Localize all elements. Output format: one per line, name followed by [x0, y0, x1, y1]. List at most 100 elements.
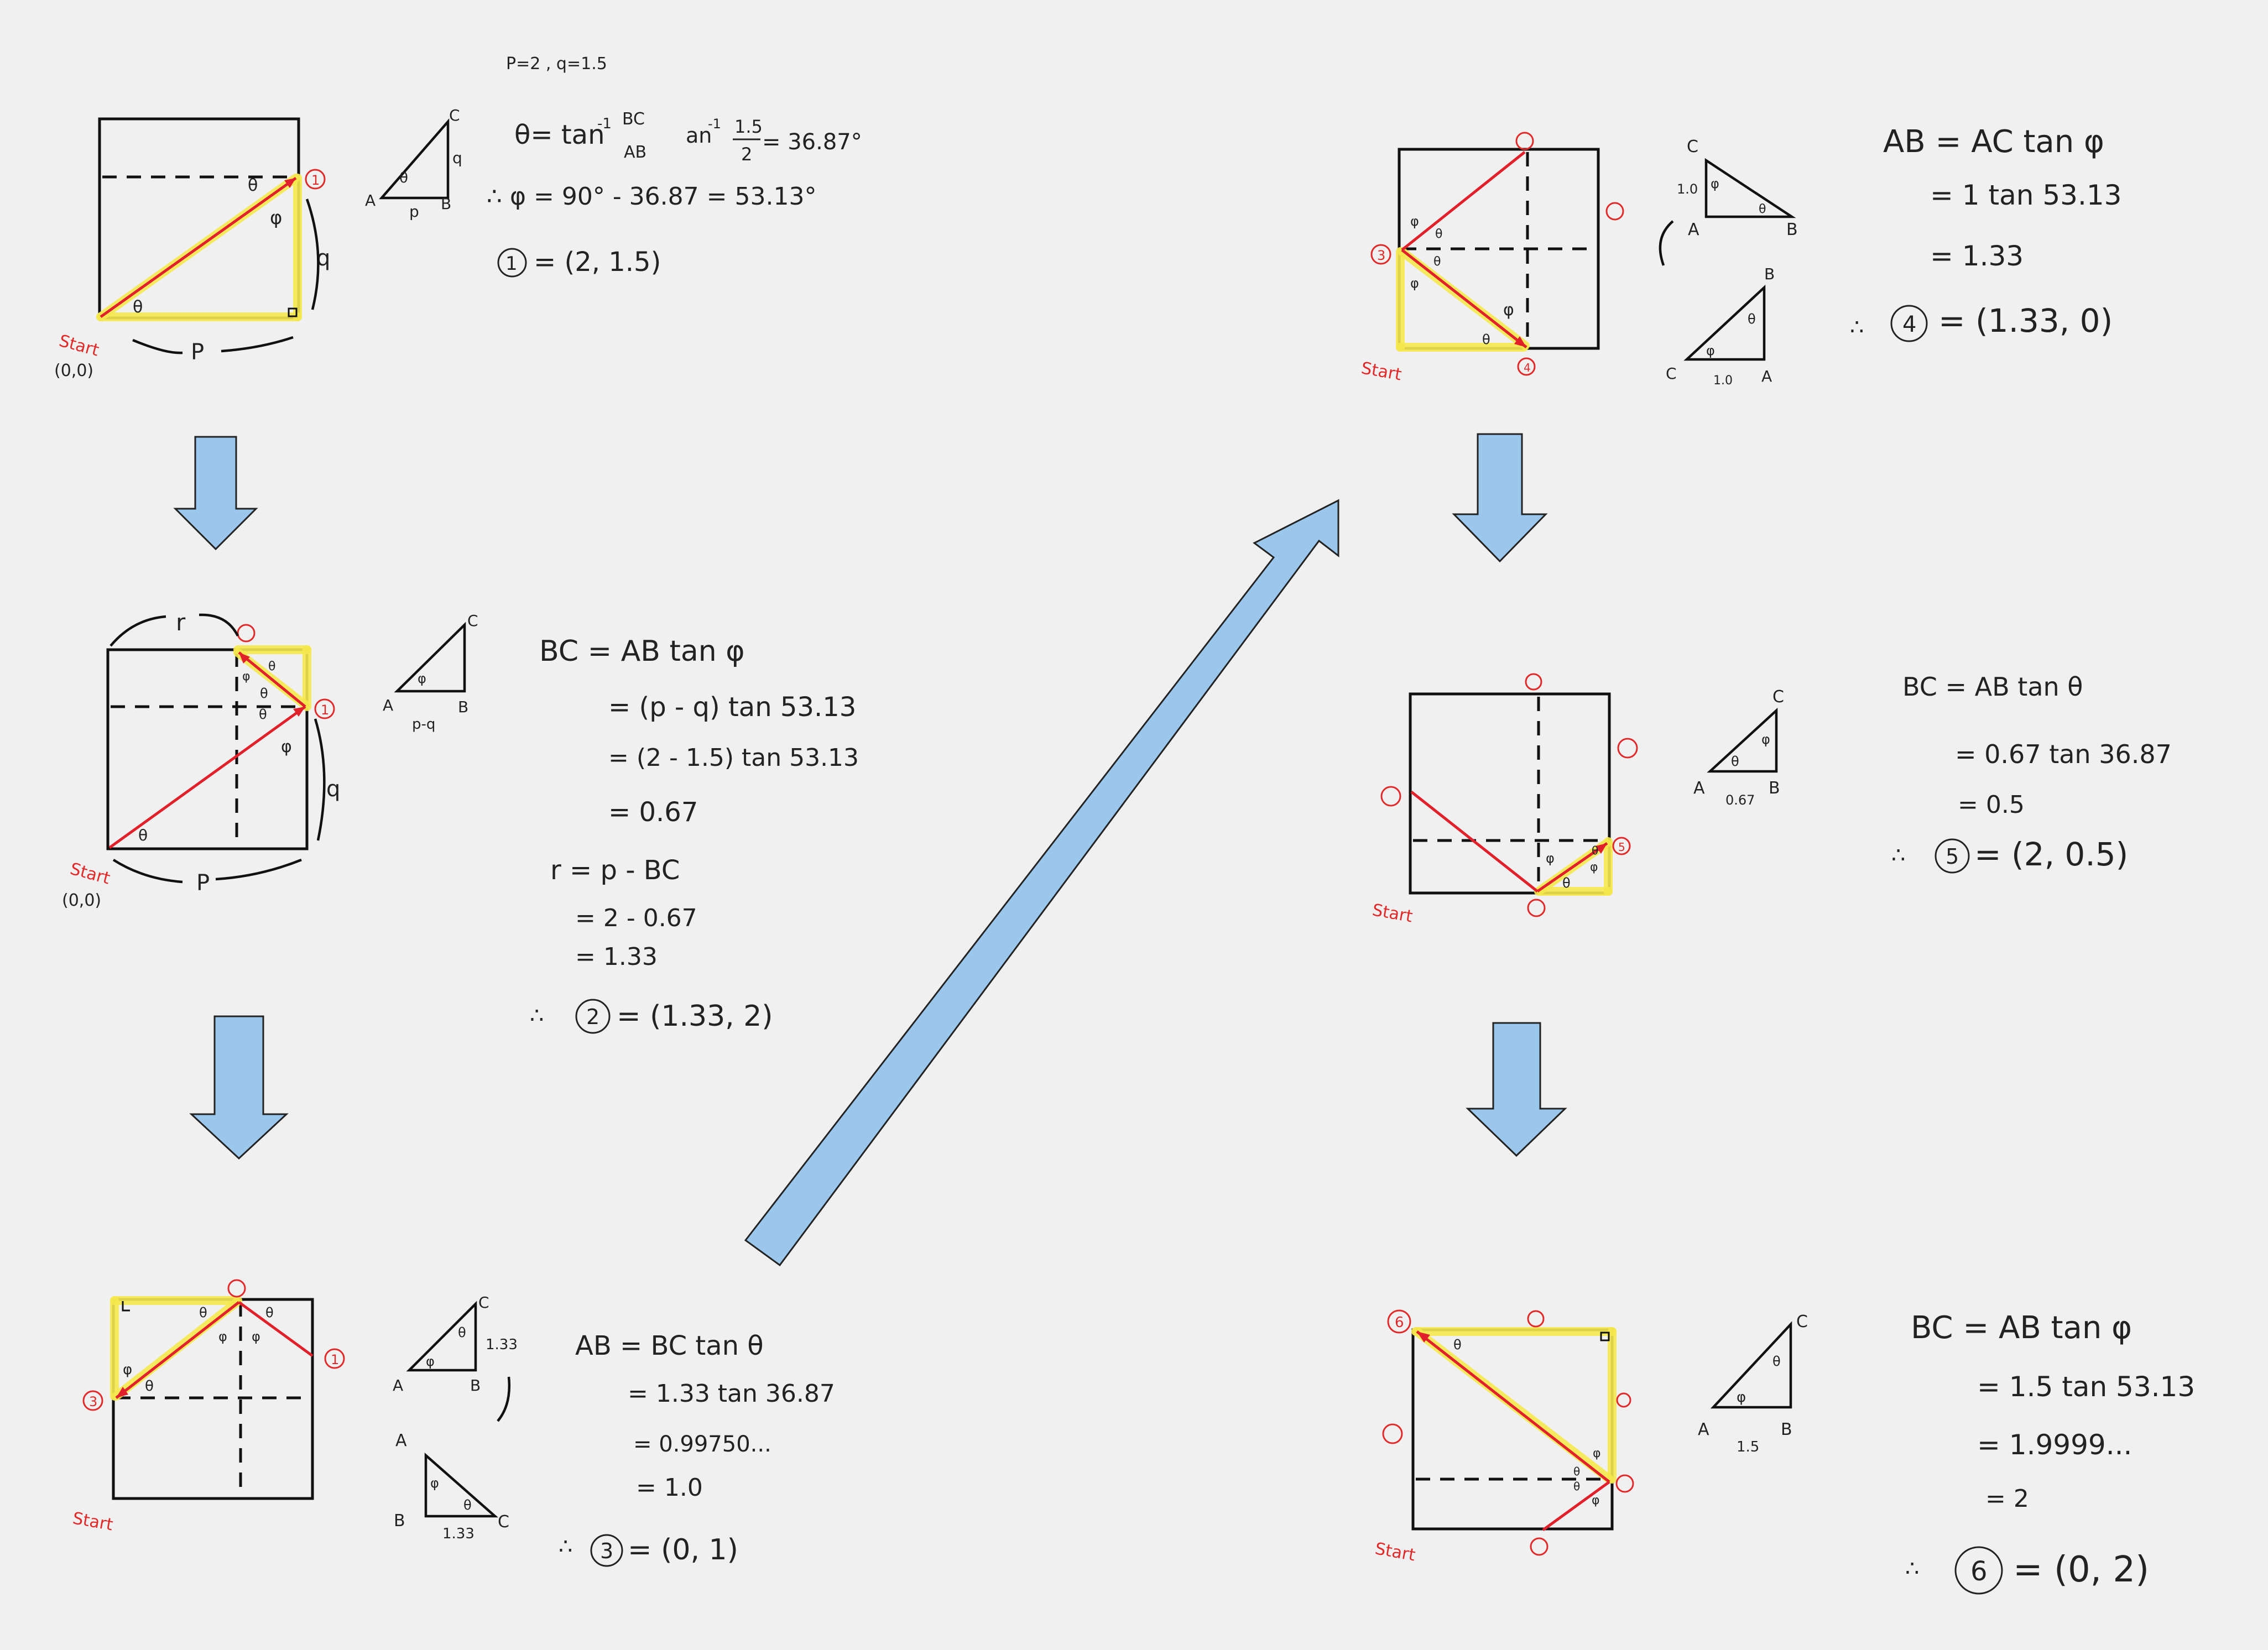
theta-label-2: θ: [138, 826, 148, 844]
tri3-theta: θ: [458, 1325, 466, 1340]
origin-label-1: (0,0): [54, 361, 93, 380]
path-segment-3a: [238, 1301, 314, 1357]
tri5-C: C: [1772, 687, 1784, 707]
down-arrow-3: [1452, 433, 1548, 563]
theta-label-3: θ: [145, 1378, 154, 1395]
tri2-pq: p-q: [412, 716, 435, 733]
phi-label-5b: φ: [1590, 860, 1598, 874]
eq-phi: ∴ φ = 90° - 36.87 = 53.13°: [487, 182, 816, 211]
point-2-marker-4: [1515, 132, 1534, 150]
result-3: = (0, 1): [628, 1533, 738, 1567]
point-3-marker: [82, 1390, 103, 1411]
tri4-phi: φ: [1711, 176, 1719, 191]
eq-theta-g: 2: [741, 144, 752, 165]
result-3-prefix: ∴: [559, 1534, 572, 1559]
triangle-3b: [424, 1453, 498, 1518]
tri3-B: B: [470, 1376, 481, 1395]
path-arrowhead-6: [1417, 1332, 1430, 1343]
origin-label-2: (0,0): [62, 891, 101, 910]
result-5-circle: [1935, 838, 1970, 874]
q-brace-1: [305, 199, 320, 310]
theta-label-2b: θ: [260, 686, 268, 701]
down-arrow-1: [173, 436, 258, 551]
tri3b-len: 1.33: [442, 1526, 475, 1542]
q-brace-2: [314, 718, 326, 841]
start-label-6: Start: [1374, 1539, 1417, 1565]
theta-label-1: θ: [133, 297, 143, 317]
theta-label-4b: θ: [1433, 255, 1441, 269]
tri3b-C: C: [498, 1512, 509, 1532]
point-4-num: 4: [1524, 361, 1531, 374]
theta-label-6c: θ: [1573, 1480, 1580, 1493]
path-segment-6b: [1416, 1330, 1610, 1483]
start-label-1: Start: [57, 331, 101, 361]
result-4: = (1.33, 0): [1938, 302, 2113, 340]
theta-label-2d: θ: [268, 660, 275, 673]
theta-label-4: θ: [1435, 227, 1442, 241]
result-6: = (0, 2): [2013, 1549, 2149, 1590]
p6-eq2: = 1.5 tan 53.13: [1977, 1371, 2195, 1403]
path-segment-3b: [115, 1301, 240, 1399]
triangle-4a: [1704, 158, 1796, 218]
phi-label-2b: φ: [242, 670, 251, 683]
eq-theta-e: an: [686, 123, 712, 148]
p5-eq1: BC = AB tan θ: [1902, 672, 2083, 702]
point-3-marker-4: [1370, 244, 1391, 265]
p4-eq3: = 1.33: [1930, 240, 2024, 272]
p5-eq2: = 0.67 tan 36.87: [1955, 739, 2172, 769]
result-5-prefix: ∴: [1891, 843, 1905, 868]
tri4b-B: B: [1764, 265, 1775, 283]
tri4-len: 1.0: [1677, 181, 1698, 197]
phi-label-3b: φ: [218, 1329, 227, 1344]
tri3-phi: φ: [426, 1354, 435, 1369]
tri1-B: B: [441, 195, 451, 213]
eq-theta-h: = 36.87°: [762, 129, 862, 155]
result-2: = (1.33, 2): [617, 1000, 773, 1033]
point-1-num-2: 1: [321, 702, 329, 718]
start-label-5: Start: [1371, 900, 1414, 926]
point-2-marker-3: [227, 1279, 246, 1298]
p2-eq1: BC = AB tan φ: [539, 635, 745, 668]
down-arrow-2: [189, 1015, 289, 1160]
p2-eq4: = 0.67: [608, 797, 698, 828]
p6-eq4: = 2: [1985, 1485, 2029, 1513]
panel-1: θ θ φ 1 q P Start (0,0) A B C p q θ P=2 …: [54, 54, 862, 380]
result-1-num: 1: [505, 253, 518, 275]
point-2-marker-a: [237, 624, 256, 643]
p2-eq5: r = p - BC: [550, 855, 680, 886]
tri4-C: C: [1687, 137, 1698, 156]
panel-3: θ φ θ θ φ φ 1 3 Start A B C 1.33 φ θ A B…: [71, 1279, 835, 1567]
tri2-B: B: [458, 698, 468, 716]
path-segment-2a: [108, 705, 306, 849]
eq-theta-b: -1: [597, 116, 612, 132]
tri1-A: A: [365, 191, 376, 210]
tri6-len: 1.5: [1737, 1439, 1759, 1455]
tri5-len: 0.67: [1725, 792, 1755, 808]
path-arrowhead-2b: [239, 652, 250, 664]
path-arrowhead-1: [284, 178, 296, 188]
start-label-4: Start: [1360, 358, 1403, 384]
tri5-B: B: [1769, 779, 1780, 798]
point-1-marker: [305, 169, 326, 190]
point-4-marker: [1517, 357, 1536, 376]
result-2-prefix: ∴: [530, 1003, 544, 1028]
path-segment-4a: [1401, 151, 1526, 251]
result-6-circle: [1954, 1546, 2003, 1595]
triangle-1: [379, 118, 450, 200]
phi-label-5: φ: [1546, 850, 1555, 866]
tri1-p: p: [409, 202, 419, 221]
path-segment-4b: [1401, 249, 1527, 348]
right-angle-3: [122, 1301, 130, 1312]
eq-theta-c: BC: [622, 109, 645, 129]
point-3-marker-6: [1382, 1423, 1403, 1444]
tri5-phi: φ: [1761, 732, 1770, 747]
panel-4: φ θ θ φ θ φ 3 4 Start C A B 1.0 φ θ B C …: [1360, 124, 2122, 388]
point-6-marker: [1387, 1309, 1411, 1334]
path-arrowhead-2a: [293, 707, 305, 717]
theta-label-1b: θ: [248, 176, 258, 195]
tri6-B: B: [1781, 1420, 1792, 1439]
point-1-marker-2: [314, 698, 335, 719]
rotate-arrow-4: [1659, 220, 1674, 266]
p-label-1: P: [191, 340, 204, 365]
